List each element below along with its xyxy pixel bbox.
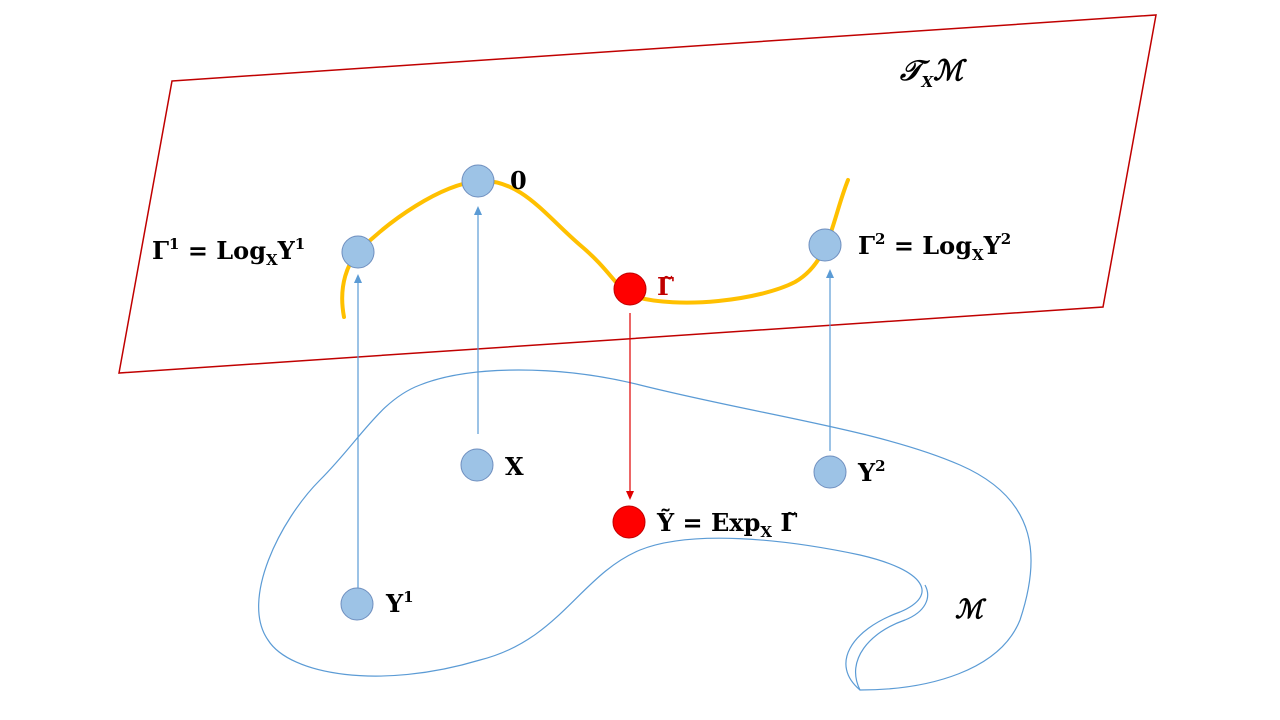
tangent-plane — [118, 14, 1157, 374]
label-y2: Y2 — [857, 457, 886, 487]
label-gamma2: Γ2 = LogXY2 — [858, 230, 1011, 264]
node-gamma-tilde — [613, 272, 647, 306]
manifold-fold — [855, 584, 929, 691]
label-x: X — [505, 452, 524, 481]
label-origin: 0 — [510, 166, 527, 195]
manifold-outline — [258, 369, 1032, 691]
label-gamma1: Γ1 = LogXY1 — [152, 235, 305, 269]
label-gamma-tilde: Γ̃ — [657, 272, 674, 301]
geodesic-curve — [340, 178, 850, 319]
label-y-tilde: Ỹ = ExpX Γ̃ — [656, 508, 797, 541]
node-x — [460, 448, 494, 482]
node-y2 — [813, 455, 847, 489]
label-tangent-space: 𝒯Xℳ — [899, 54, 967, 91]
label-y1: Y1 — [385, 588, 414, 618]
node-origin — [461, 164, 495, 198]
node-y-tilde — [612, 505, 646, 539]
label-manifold: ℳ — [955, 595, 987, 625]
node-gamma2 — [808, 228, 842, 262]
node-y1 — [340, 587, 374, 621]
node-gamma1 — [341, 235, 375, 269]
